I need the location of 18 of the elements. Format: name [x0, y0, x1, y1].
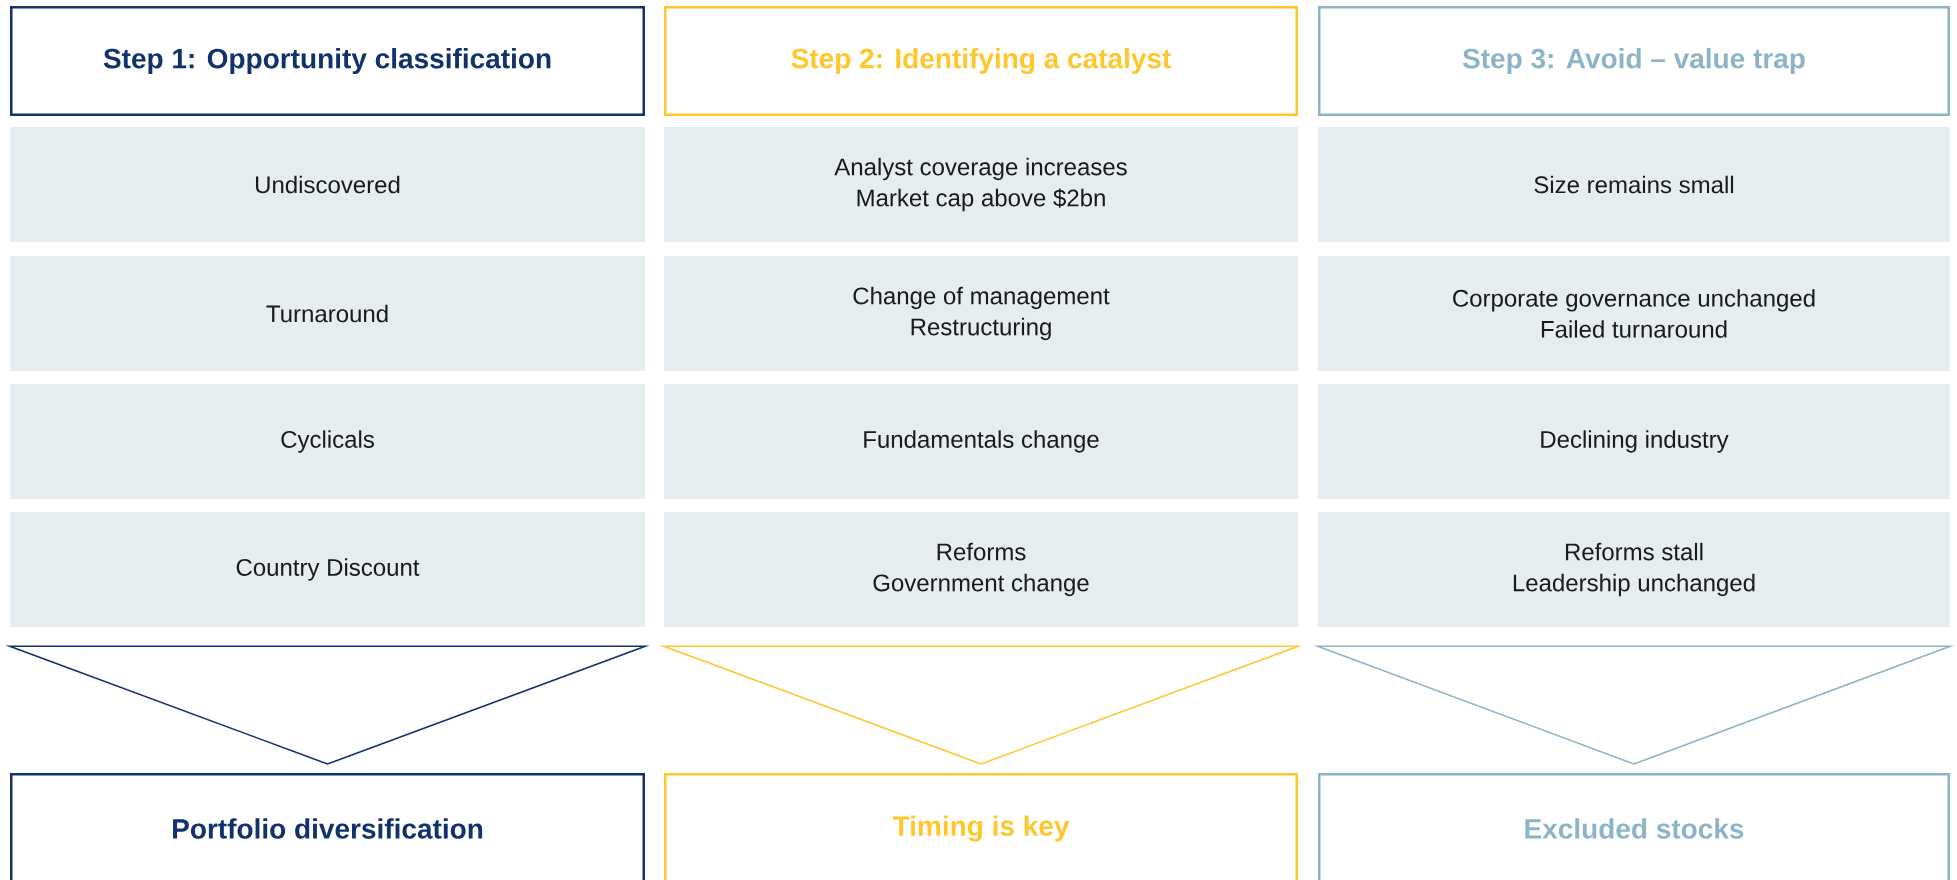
criteria-cell: Turnaround [10, 256, 645, 371]
criteria-cell: Corporate governance unchanged Failed turnaround [1318, 256, 1950, 371]
criteria-cell: Change of management Restructuring [664, 256, 1298, 371]
criteria-cell: Reforms stall Leadership unchanged [1318, 512, 1950, 627]
criteria-cell: Declining industry [1318, 384, 1950, 499]
step-header-box: Step 3: Avoid – value trap [1318, 6, 1950, 116]
criteria-cell: Analyst coverage increases Market cap above $2bn [664, 127, 1298, 242]
step-header-box: Step 1: Opportunity classification [10, 6, 645, 116]
step-header-box: Step 2: Identifying a catalyst [664, 6, 1298, 116]
criteria-cell: Country Discount [10, 512, 645, 627]
criteria-cell: Reforms Government change [664, 512, 1298, 627]
outcome-box: Portfolio diversification [10, 773, 645, 880]
outcome-box: Excluded stocks [1318, 773, 1950, 880]
outcome-box: Timing is key [664, 773, 1298, 880]
criteria-cell: Size remains small [1318, 127, 1950, 242]
criteria-cell: Undiscovered [10, 127, 645, 242]
criteria-cell: Cyclicals [10, 384, 645, 499]
criteria-cell: Fundamentals change [664, 384, 1298, 499]
